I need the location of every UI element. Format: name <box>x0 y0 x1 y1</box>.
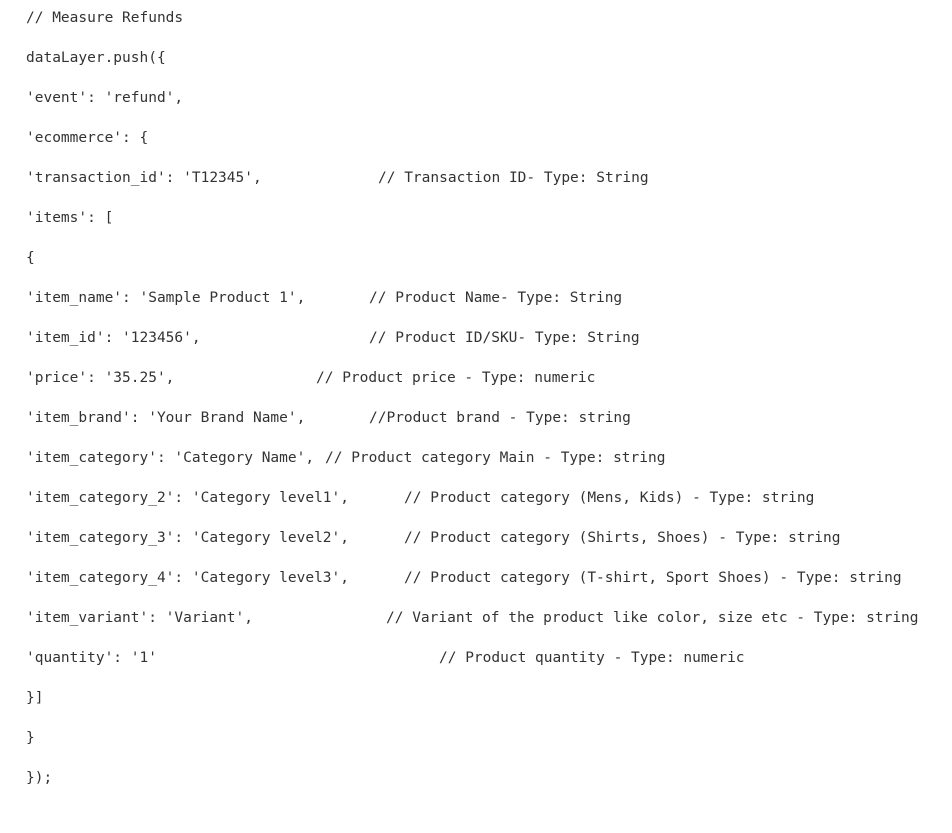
code-text: 'item_variant': 'Variant', <box>26 610 253 626</box>
code-text: }] <box>26 690 44 706</box>
code-comment: // Product Name- Type: String <box>369 290 623 306</box>
code-comment: // Product quantity - Type: numeric <box>439 650 745 666</box>
code-comment: // Variant of the product like color, si… <box>386 610 919 626</box>
code-text: // Measure Refunds <box>26 10 184 26</box>
code-text: 'item_id': '123456', <box>26 330 201 346</box>
code-line: } <box>26 727 61 749</box>
code-comment: // Product category (Shirts, Shoes) - Ty… <box>404 530 841 546</box>
code-line: 'item_brand': 'Your Brand Name', //Produ… <box>26 407 631 429</box>
code-line: dataLayer.push({ <box>26 47 166 69</box>
code-comment: // Transaction ID- Type: String <box>378 170 649 186</box>
code-text: 'event': 'refund', <box>26 90 184 106</box>
code-line: }); <box>26 767 61 789</box>
code-text: 'item_category_4': 'Category level3', <box>26 570 350 586</box>
code-text: 'item_name': 'Sample Product 1', <box>26 290 306 306</box>
code-comment: // Product category (Mens, Kids) - Type:… <box>404 490 815 506</box>
code-text: 'quantity': '1' <box>26 650 157 666</box>
code-line: 'item_variant': 'Variant', // Variant of… <box>26 607 919 629</box>
code-line: 'transaction_id': 'T12345', // Transacti… <box>26 167 649 189</box>
code-line: 'item_id': '123456', // Product ID/SKU- … <box>26 327 640 349</box>
code-comment: // Product category (T-shirt, Sport Shoe… <box>404 570 902 586</box>
code-line: 'item_name': 'Sample Product 1', // Prod… <box>26 287 622 309</box>
code-line: 'item_category_4': 'Category level3', //… <box>26 567 902 589</box>
code-line: 'ecommerce': { <box>26 127 148 149</box>
code-text: 'transaction_id': 'T12345', <box>26 170 262 186</box>
code-line: 'items': [ <box>26 207 113 229</box>
code-text: { <box>26 250 35 266</box>
code-text: 'item_category': 'Category Name', <box>26 450 315 466</box>
code-text: }); <box>26 770 53 786</box>
code-text: 'item_category_2': 'Category level1', <box>26 490 350 506</box>
code-line: // Measure Refunds <box>26 7 183 29</box>
code-text: 'ecommerce': { <box>26 130 149 146</box>
code-line: }] <box>26 687 61 709</box>
code-line: 'item_category_2': 'Category level1', //… <box>26 487 814 509</box>
code-line: 'quantity': '1' // Product quantity - Ty… <box>26 647 745 669</box>
code-line: 'item_category': 'Category Name', // Pro… <box>26 447 665 469</box>
code-snippet: // Measure Refunds dataLayer.push({ 'eve… <box>26 7 919 789</box>
code-line: { <box>26 247 61 269</box>
code-line: 'price': '35.25', // Product price - Typ… <box>26 367 595 389</box>
code-text: } <box>26 730 35 746</box>
code-comment: //Product brand - Type: string <box>369 410 631 426</box>
code-comment: // Product price - Type: numeric <box>316 370 596 386</box>
code-text: 'items': [ <box>26 210 114 226</box>
code-comment: // Product ID/SKU- Type: String <box>369 330 640 346</box>
code-text: dataLayer.push({ <box>26 50 166 66</box>
code-comment: // Product category Main - Type: string <box>325 450 666 466</box>
code-text: 'item_category_3': 'Category level2', <box>26 530 350 546</box>
code-line: 'item_category_3': 'Category level2', //… <box>26 527 841 549</box>
code-text: 'price': '35.25', <box>26 370 175 386</box>
code-text: 'item_brand': 'Your Brand Name', <box>26 410 306 426</box>
code-line: 'event': 'refund', <box>26 87 183 109</box>
